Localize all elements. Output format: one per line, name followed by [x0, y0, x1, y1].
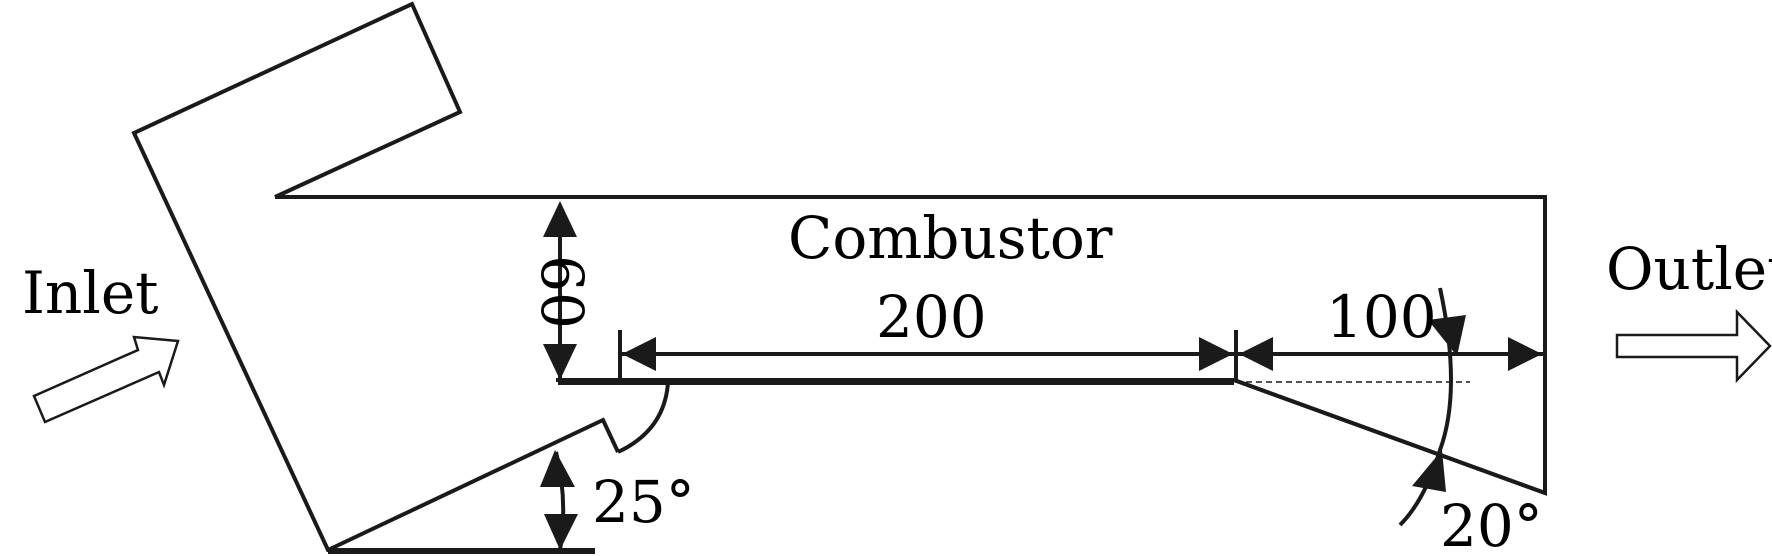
- combustor-length-label: 200: [876, 283, 987, 351]
- nozzle-arrow-right: [1508, 337, 1542, 371]
- outlet-label: Outlet: [1606, 235, 1772, 303]
- inlet-angle-arrow-bottom: [544, 514, 578, 550]
- height-label: 60: [528, 255, 596, 329]
- inlet-label: Inlet: [22, 259, 158, 327]
- nozzle-angle-arrow-top: [1428, 315, 1466, 356]
- nozzle-angle-label: 20°: [1440, 492, 1543, 556]
- inlet-angle-arrow-top: [540, 450, 575, 487]
- nozzle-angle-arrow-bottom: [1412, 450, 1446, 492]
- lip-arc: [617, 381, 670, 454]
- height-arrow-top: [543, 201, 577, 237]
- inlet-angle-label: 25°: [592, 468, 695, 536]
- outlet-arrow-icon: [1615, 308, 1772, 384]
- nozzle-length-label: 100: [1326, 283, 1437, 351]
- lower-inlet-ramp: [327, 417, 620, 552]
- combustor-arrow-left: [622, 337, 656, 371]
- inlet-arrow-icon: [32, 335, 180, 424]
- combustor-label: Combustor: [788, 204, 1113, 272]
- combustor-arrow-right: [1199, 337, 1233, 371]
- nozzle-slope: [1233, 378, 1546, 495]
- nozzle-arrow-left: [1239, 337, 1273, 371]
- upper-inlet-wall: [131, 1, 595, 552]
- height-arrow-bottom: [543, 344, 577, 380]
